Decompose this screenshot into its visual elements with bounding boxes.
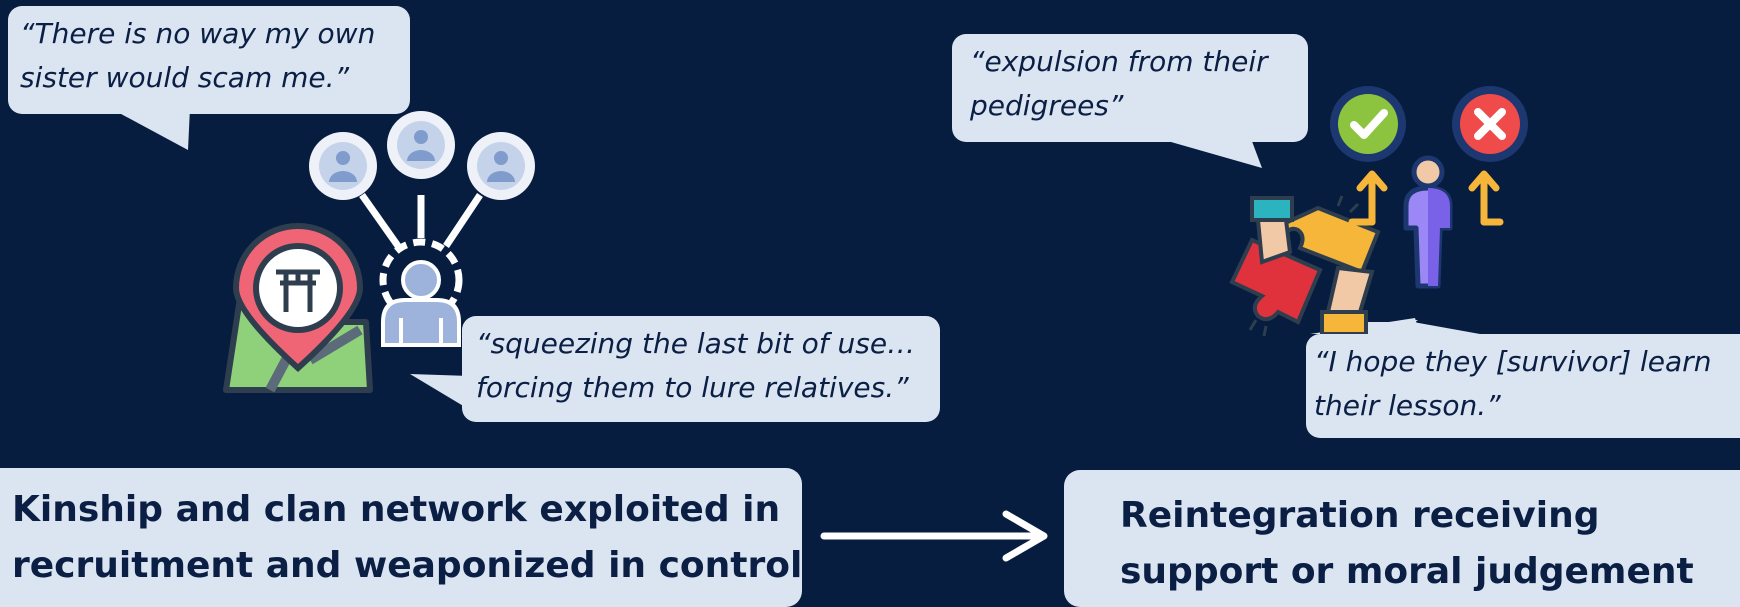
person-icon — [1403, 155, 1453, 289]
panel-reintegration-line-2: support or moral judgement — [1120, 551, 1694, 592]
map-pin-gate-icon — [223, 223, 373, 393]
quote-hope-line-1: “I hope they [survivor] learn — [1314, 345, 1712, 378]
quote-expulsion: “expulsion from their pedigrees” — [952, 34, 1308, 142]
clan-network-icon — [309, 111, 535, 347]
bubble-tail-expulsion — [1150, 136, 1262, 168]
bubble-tail-sister — [110, 108, 190, 150]
quote-squeezing-line-2: forcing them to lure relatives.” — [476, 371, 909, 404]
panel-kinship: Kinship and clan network exploited in re… — [0, 468, 802, 607]
panel-reintegration: Reintegration receiving support or moral… — [1064, 470, 1740, 607]
bubble-tail-squeezing — [410, 374, 470, 410]
arrow-up-right-icon — [1468, 170, 1504, 226]
check-icon — [1330, 86, 1406, 162]
quote-expulsion-line-2: pedigrees” — [970, 89, 1124, 122]
panel-reintegration-line-1: Reintegration receiving — [1120, 495, 1600, 536]
quote-sister-line-1: “There is no way my own — [20, 17, 376, 50]
panel-kinship-line-1: Kinship and clan network exploited in — [12, 489, 781, 530]
quote-squeezing: “squeezing the last bit of use… forcing … — [462, 316, 940, 422]
flow-arrow — [820, 510, 1048, 562]
cross-icon — [1452, 86, 1528, 162]
quote-sister: “There is no way my own sister would sca… — [8, 6, 410, 114]
quote-sister-line-2: sister would scam me.” — [20, 61, 350, 94]
panel-kinship-line-2: recruitment and weaponized in control — [12, 545, 803, 586]
quote-squeezing-line-1: “squeezing the last bit of use… — [476, 327, 916, 360]
puzzle-hands-icon — [1229, 195, 1381, 337]
arrow-up-left-icon — [1348, 170, 1388, 226]
quote-hope-line-2: their lesson.” — [1314, 389, 1501, 422]
quote-expulsion-line-1: “expulsion from their — [970, 45, 1268, 78]
quote-hope: “I hope they [survivor] learn their less… — [1306, 334, 1740, 438]
